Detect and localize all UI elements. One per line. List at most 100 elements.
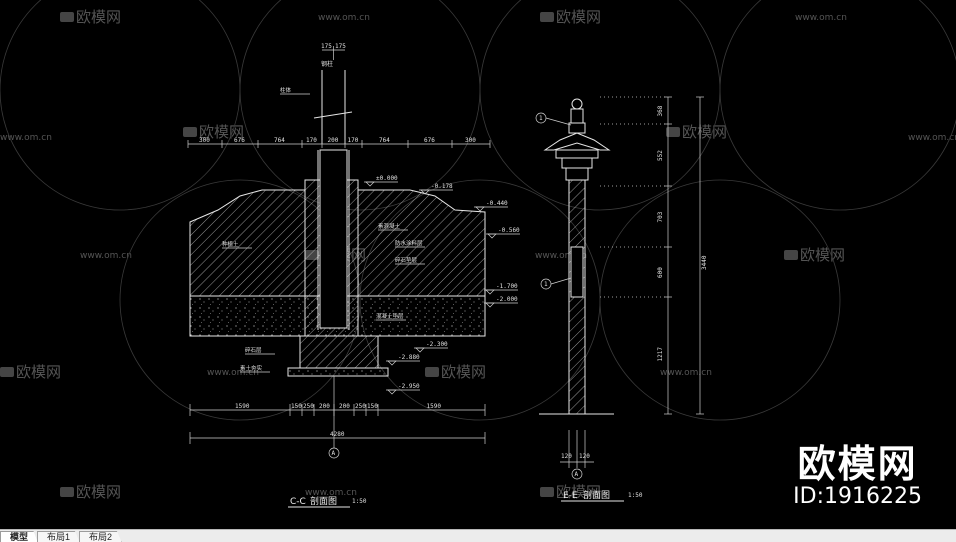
watermark-logo-icon — [425, 367, 439, 377]
vdim-text: 1217 — [657, 347, 664, 362]
material-label: 碎石层 — [245, 346, 262, 354]
watermark-logo-icon — [784, 250, 798, 260]
watermark-arc — [599, 179, 841, 421]
brand-name: 欧模网 — [797, 442, 918, 486]
row-dim-text: 200 — [328, 137, 339, 144]
watermark-url: www.om.cn — [0, 133, 52, 143]
material-label: 柱体 — [280, 86, 292, 94]
bottom-dim-text: 200 — [319, 403, 330, 410]
material-label: 防水涂料层 — [395, 239, 423, 247]
roof-cap — [543, 132, 611, 151]
scale-right: 1:50 — [628, 492, 643, 499]
row-dim-text: 764 — [274, 137, 285, 144]
top-dim-left: 175 — [321, 43, 332, 50]
tab-layout-2[interactable]: 布局2 — [79, 531, 123, 542]
bottom-dim-text: 1590 — [235, 403, 250, 410]
watermark-arc — [0, 0, 241, 211]
watermark-logo-icon — [666, 127, 680, 137]
watermark-logo-icon — [60, 487, 74, 497]
column-shaft — [319, 149, 348, 329]
bottom-dim-text: 250 — [303, 403, 314, 410]
watermark-url: www.om.cn — [318, 13, 370, 23]
scale-left: 1:50 — [352, 498, 367, 505]
title-left-suffix: 剖面图 — [310, 495, 337, 507]
right-bottom-dim-2: 120 — [579, 453, 590, 460]
brand-overlay: 欧模网 ID:1916225 — [793, 443, 922, 509]
row-dim-text: 170 — [306, 137, 317, 144]
watermark-brand: 欧模网 — [441, 363, 486, 381]
watermark-arc — [719, 0, 956, 211]
post-panel — [570, 246, 584, 298]
vdim-text: 552 — [657, 150, 664, 161]
watermark-logo-icon — [540, 12, 554, 22]
watermark-brand: 欧模网 — [800, 246, 845, 264]
watermark-url: www.om.cn — [795, 13, 847, 23]
level-text: -1.700 — [496, 283, 518, 290]
level-text: -2.950 — [398, 383, 420, 390]
bottom-dim-text: 150 — [367, 403, 378, 410]
axis-bubble-left — [328, 447, 340, 459]
level-triangle-icon — [365, 181, 375, 187]
level-triangle-icon — [485, 289, 495, 295]
soil-left — [189, 189, 306, 297]
layout-tab-bar: 模型 布局1 布局2 — [0, 529, 956, 542]
total-dim: 4280 — [330, 431, 345, 438]
brand-id: ID:1916225 — [793, 484, 922, 509]
title-right-suffix: 剖面图 — [583, 489, 610, 501]
watermark-logo-icon — [183, 127, 197, 137]
title-left: C-C — [290, 497, 306, 507]
bottom-dim-text: 150 — [291, 403, 302, 410]
level-triangle-icon — [485, 302, 495, 308]
footing-pad — [287, 367, 389, 377]
row-dim-text: 764 — [379, 137, 390, 144]
level-text: -0.560 — [498, 227, 520, 234]
material-label: 素混凝土 — [378, 222, 401, 230]
tab-layout-1[interactable]: 布局1 — [37, 531, 81, 542]
level-text: -2.000 — [496, 296, 518, 303]
level-text: -0.178 — [431, 183, 453, 190]
watermark-arc — [479, 0, 721, 211]
bottom-dim-text: 250 — [355, 403, 366, 410]
watermark-logo-icon — [60, 12, 74, 22]
watermark-brand: 欧模网 — [76, 483, 121, 501]
material-label: 混凝土垫层 — [376, 312, 404, 320]
title-right: E-E — [563, 491, 578, 501]
tab-model[interactable]: 模型 — [0, 531, 39, 542]
level-text: -0.440 — [486, 200, 508, 207]
level-triangle-icon — [487, 233, 497, 239]
level-triangle-icon — [387, 389, 397, 395]
finial-top — [571, 98, 583, 110]
material-label: 碎石垫层 — [395, 256, 418, 264]
axis-bubble-right — [571, 468, 583, 480]
watermark-brand: 欧模网 — [682, 123, 727, 141]
watermark-brand: 欧模网 — [556, 8, 601, 26]
watermark-url: www.om.cn — [660, 368, 712, 378]
watermark-url: www.om.cn — [535, 251, 587, 261]
watermark-url: www.om.cn — [80, 251, 132, 261]
bottom-dim-text: 1590 — [427, 403, 442, 410]
footing — [299, 335, 379, 369]
row-dim-text: 676 — [234, 137, 245, 144]
row-dim-text: 300 — [465, 137, 476, 144]
row-dim-text: 676 — [424, 137, 435, 144]
watermark-brand: 欧模网 — [199, 123, 244, 141]
level-text: -2.300 — [426, 341, 448, 348]
bottom-dim-text: 200 — [339, 403, 350, 410]
level-text: ±0.000 — [376, 175, 398, 182]
right-total: 3440 — [701, 255, 708, 270]
vdim-text: 600 — [657, 267, 664, 278]
watermark-logo-icon — [0, 367, 14, 377]
col-mark: 钢柱 — [321, 60, 333, 68]
section-c-c: 175 175 钢柱 30067676417020017076467630020… — [187, 43, 520, 508]
axis-label-left: A — [332, 450, 336, 457]
material-label: 素土夯实 — [240, 364, 263, 372]
break-line — [313, 111, 353, 119]
level-text: -2.880 — [398, 354, 420, 361]
axis-label-right: A — [575, 471, 579, 478]
